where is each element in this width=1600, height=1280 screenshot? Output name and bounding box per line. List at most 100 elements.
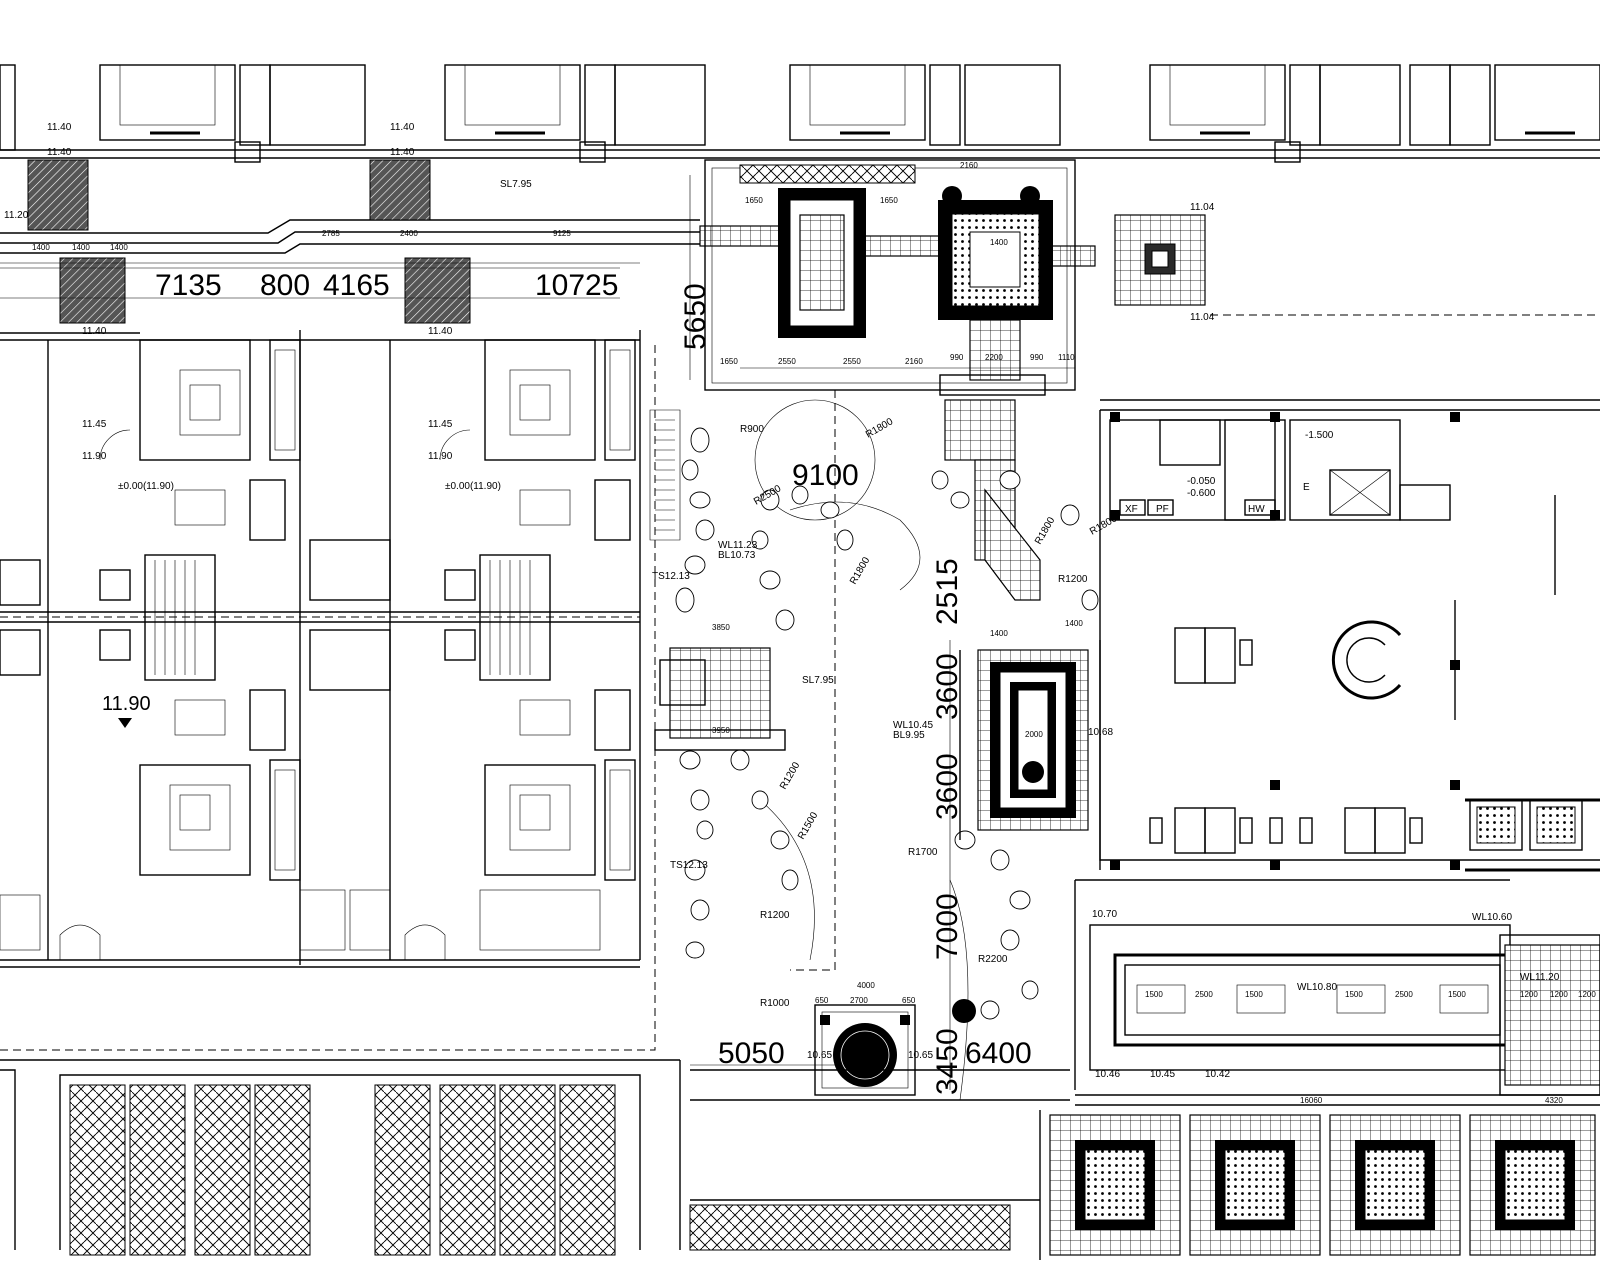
svg-text:1400: 1400 [32, 243, 50, 252]
svg-text:1400: 1400 [990, 629, 1008, 638]
svg-text:1110: 1110 [1058, 353, 1075, 362]
svg-text:R1800: R1800 [864, 416, 895, 440]
svg-text:11.40: 11.40 [47, 122, 72, 133]
room-tag-hw: HW [1248, 504, 1265, 515]
svg-text:990: 990 [950, 353, 964, 362]
dim-2515: 2515 [931, 558, 964, 625]
rock-stream-garden [649, 390, 1099, 1101]
dim-3600b: 3600 [931, 753, 964, 820]
svg-text:10.45: 10.45 [1150, 1069, 1175, 1080]
dim-5050: 5050 [718, 1037, 785, 1070]
svg-text:±0.00(11.90): ±0.00(11.90) [445, 481, 501, 492]
svg-text:2160: 2160 [960, 161, 978, 170]
svg-text:3850: 3850 [712, 623, 730, 632]
svg-text:-0.050: -0.050 [1187, 476, 1216, 487]
elevation-labels: 11.40 11.40 11.40 11.40 11.40 11.40 11.2… [4, 122, 1560, 1080]
dim-6400: 6400 [965, 1037, 1032, 1070]
svg-text:WL11.23: WL11.23 [718, 540, 758, 551]
room-tag-pf: PF [1156, 504, 1169, 515]
svg-text:11.90: 11.90 [428, 451, 453, 462]
svg-text:11.45: 11.45 [82, 419, 107, 430]
svg-text:10.70: 10.70 [1092, 909, 1117, 920]
svg-text:1400: 1400 [1065, 619, 1083, 628]
svg-text:1500: 1500 [1448, 990, 1466, 999]
svg-text:BL9.95: BL9.95 [893, 730, 925, 741]
svg-text:SL7.95: SL7.95 [802, 675, 834, 686]
dim-7135: 7135 [155, 269, 222, 302]
svg-text:650: 650 [902, 996, 916, 1005]
dim-3600a: 3600 [931, 653, 964, 720]
svg-text:4320: 4320 [1545, 1096, 1563, 1105]
svg-text:2160: 2160 [905, 357, 923, 366]
svg-text:2550: 2550 [778, 357, 796, 366]
left-residential-units [0, 330, 641, 968]
svg-text:11.40: 11.40 [82, 326, 107, 337]
svg-text:11.40: 11.40 [390, 122, 415, 133]
svg-text:1500: 1500 [1145, 990, 1163, 999]
svg-text:11.40: 11.40 [428, 326, 453, 337]
svg-text:R900: R900 [740, 424, 764, 435]
svg-text:3950: 3950 [712, 726, 730, 735]
svg-text:-1.500: -1.500 [1305, 430, 1334, 441]
svg-text:990: 990 [1030, 353, 1044, 362]
svg-text:1400: 1400 [990, 238, 1008, 247]
room-tag-e: E [1303, 482, 1310, 493]
bottom-planters [1039, 1110, 1596, 1260]
svg-text:10.42: 10.42 [1205, 1069, 1230, 1080]
room-tag-xf: XF [1125, 504, 1138, 515]
svg-text:2500: 2500 [1195, 990, 1213, 999]
svg-text:2700: 2700 [850, 996, 868, 1005]
svg-text:10.46: 10.46 [1095, 1069, 1120, 1080]
svg-text:R2200: R2200 [978, 954, 1008, 965]
dim-7000: 7000 [931, 893, 964, 960]
svg-text:R1800: R1800 [1088, 513, 1119, 537]
svg-text:1650: 1650 [720, 357, 738, 366]
svg-text:9125: 9125 [553, 229, 571, 238]
dim-9100: 9100 [792, 459, 859, 492]
svg-text:1200: 1200 [1550, 990, 1568, 999]
svg-text:650: 650 [815, 996, 829, 1005]
clubhouse-building [1099, 399, 1600, 872]
svg-text:1400: 1400 [110, 243, 128, 252]
svg-text:R1700: R1700 [908, 847, 938, 858]
svg-text:10.68: 10.68 [1088, 727, 1113, 738]
bottom-parking-area [0, 340, 1040, 1256]
svg-text:1200: 1200 [1578, 990, 1596, 999]
svg-text:±0.00(11.90): ±0.00(11.90) [118, 481, 174, 492]
top-building-row [0, 64, 1600, 163]
room-tags: XF PF HW E [1125, 482, 1310, 515]
svg-text:2000: 2000 [1025, 730, 1043, 739]
svg-text:1500: 1500 [1245, 990, 1263, 999]
svg-text:2400: 2400 [400, 229, 418, 238]
svg-text:R1800: R1800 [1033, 515, 1057, 546]
svg-text:10.65: 10.65 [908, 1050, 933, 1061]
svg-text:11.04: 11.04 [1190, 202, 1215, 213]
svg-text:1400: 1400 [72, 243, 90, 252]
svg-text:11.45: 11.45 [428, 419, 453, 430]
svg-text:R1200: R1200 [760, 910, 790, 921]
svg-text:11.20: 11.20 [4, 210, 29, 221]
top-pergola-walkway [0, 159, 1096, 324]
svg-text:WL10.45: WL10.45 [893, 720, 933, 731]
svg-text:-0.600: -0.600 [1187, 488, 1216, 499]
dim-10725: 10725 [535, 269, 618, 302]
round-fountain [690, 1004, 1070, 1101]
svg-text:11.04: 11.04 [1190, 312, 1215, 323]
large-dimension-labels: 7135 800 4165 10725 5650 9100 2515 3600 … [102, 269, 1032, 1095]
svg-text:TS12.13: TS12.13 [652, 571, 690, 582]
svg-text:R1000: R1000 [760, 998, 790, 1009]
svg-text:WL11.20: WL11.20 [1520, 972, 1560, 983]
svg-text:2200: 2200 [985, 353, 1003, 362]
central-pool [959, 640, 1101, 870]
svg-text:SL7.95: SL7.95 [500, 179, 532, 190]
svg-text:1650: 1650 [880, 196, 898, 205]
svg-text:11.40: 11.40 [47, 147, 72, 158]
svg-text:R1200: R1200 [778, 760, 802, 791]
svg-text:1500: 1500 [1345, 990, 1363, 999]
svg-text:11.40: 11.40 [390, 147, 415, 158]
dimension-lines [0, 175, 1500, 1096]
svg-text:WL10.80: WL10.80 [1297, 982, 1337, 993]
svg-text:WL10.60: WL10.60 [1472, 912, 1512, 923]
dim-4165: 4165 [323, 269, 390, 302]
